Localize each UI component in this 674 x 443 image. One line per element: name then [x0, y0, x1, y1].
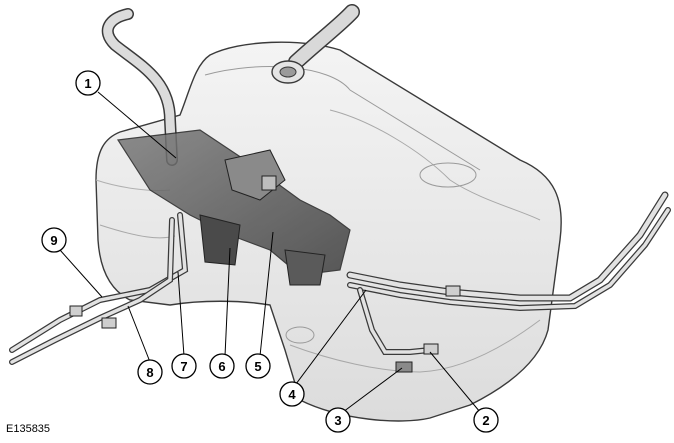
- callout-number: 6: [218, 359, 225, 374]
- pump-connector: [261, 175, 277, 191]
- callout-3: 3: [325, 407, 351, 433]
- callout-5: 5: [245, 353, 271, 379]
- callout-4: 4: [279, 381, 305, 407]
- tank-contour: [289, 319, 541, 373]
- callout-number: 9: [50, 233, 57, 248]
- callout-7: 7: [171, 353, 197, 379]
- vent-pipe: [103, 9, 177, 165]
- tank-recess: [419, 162, 477, 188]
- callout-number: 8: [146, 365, 153, 380]
- quick-connector: [101, 317, 117, 329]
- leader-lines: [59, 91, 481, 413]
- filler-neck-pipe: [289, 5, 359, 69]
- fuel-line-right: [347, 192, 668, 301]
- fuel-line-right-2: [348, 208, 670, 310]
- callout-number: 3: [334, 413, 341, 428]
- callout-8: 8: [137, 359, 163, 385]
- callout-2: 2: [473, 407, 499, 433]
- callout-9: 9: [41, 227, 67, 253]
- figure-reference-code: E135835: [6, 423, 51, 435]
- jet-pump: [284, 249, 326, 286]
- callout-number: 4: [288, 387, 296, 402]
- callout-6: 6: [209, 353, 235, 379]
- callout-number: 2: [482, 413, 489, 428]
- fuel-line-left-2: [10, 218, 174, 364]
- callout-number: 1: [84, 76, 91, 91]
- tank-recess: [285, 326, 315, 344]
- callout-number: 5: [254, 359, 261, 374]
- callout-1: 1: [75, 70, 101, 96]
- filler-neck-cap-inner: [279, 66, 297, 78]
- hose-lower-right: [358, 288, 432, 354]
- tank-contour: [329, 109, 541, 221]
- quick-connector: [445, 285, 461, 297]
- quick-connector: [69, 305, 83, 317]
- connector-3: [395, 361, 413, 373]
- fuel-line-left: [10, 213, 187, 352]
- connector-2: [423, 343, 439, 355]
- callout-number: 7: [180, 359, 187, 374]
